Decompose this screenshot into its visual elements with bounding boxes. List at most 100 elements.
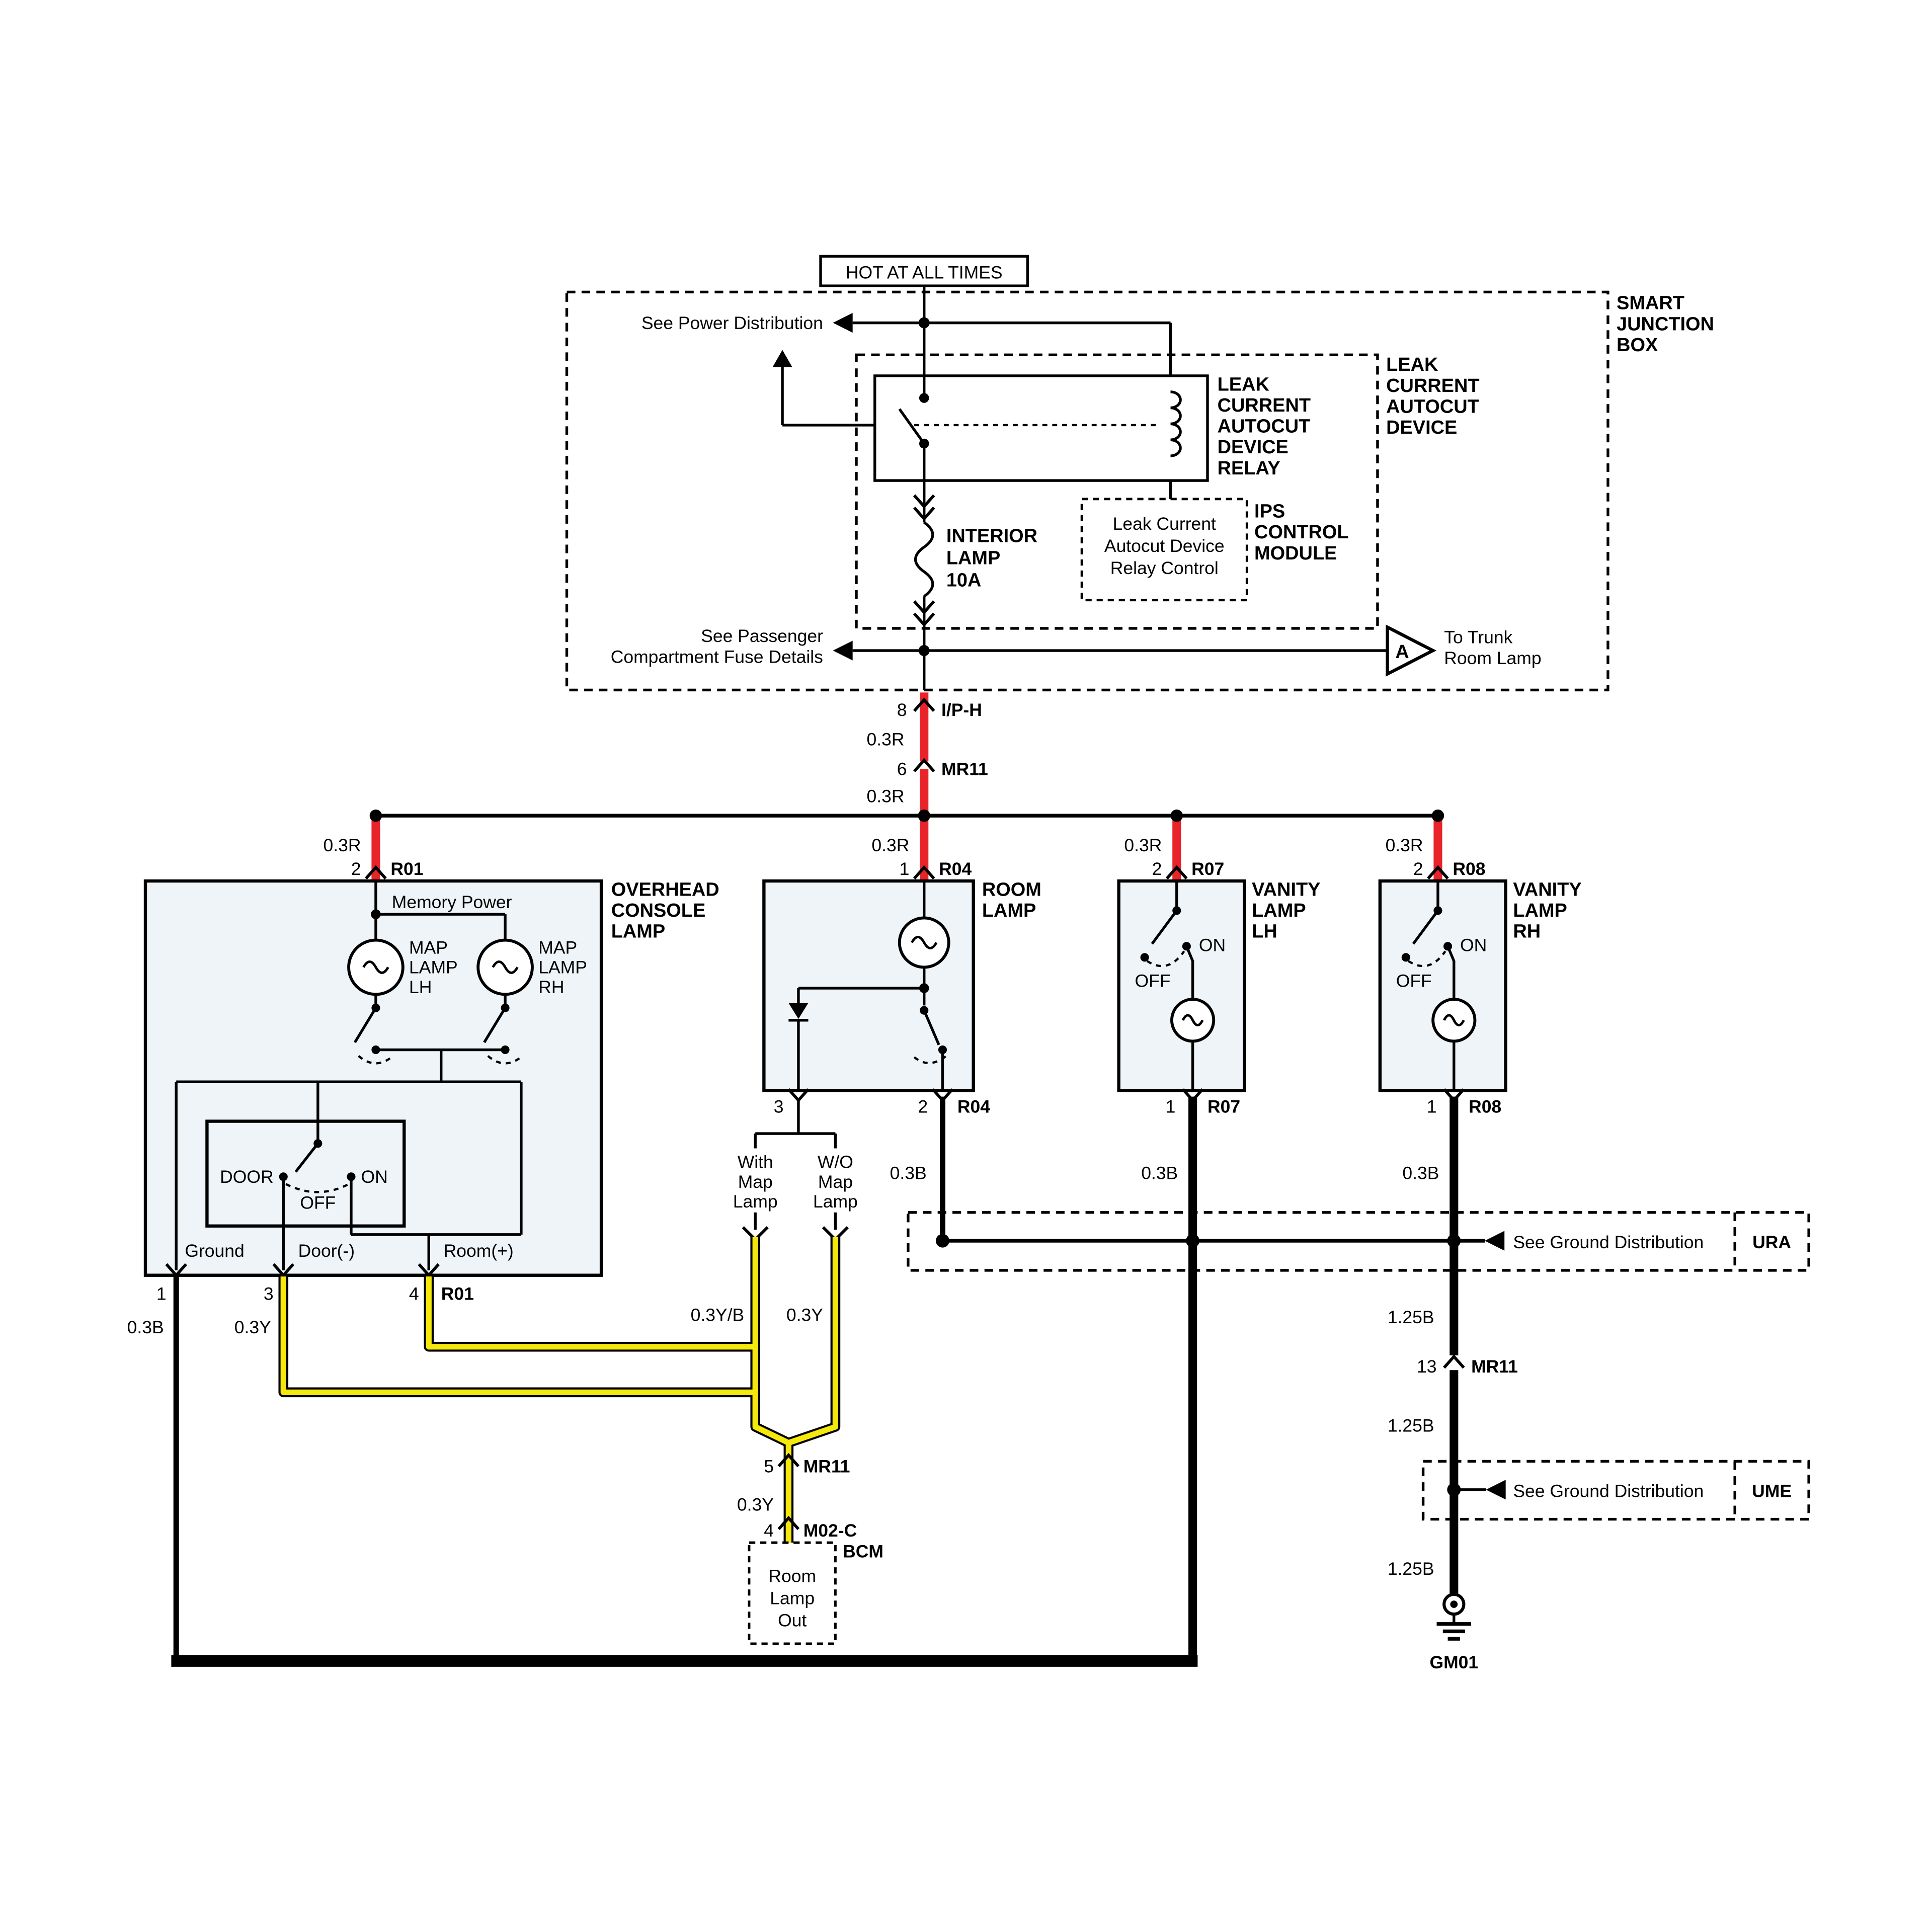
ground-network: See Ground Distribution URA 1.25B 13 MR1… [171, 1096, 1810, 1672]
diode [788, 1003, 809, 1019]
vanity-lh-internal-wiring [1140, 881, 1194, 1091]
smart-junction-box-outline [565, 290, 1609, 692]
label-map-rh-2: LAMP [538, 957, 587, 978]
label-r01-pin: 2 [351, 859, 361, 879]
label-fuse-2: LAMP [946, 548, 1000, 569]
label-lcad-1: LEAK [1386, 354, 1438, 375]
label-vanity-rh-off: OFF [1396, 971, 1432, 991]
label-off: OFF [300, 1192, 336, 1213]
vanity-lamp-lh: VANITY LAMP LH ON OFF 1 R07 0.3B [1117, 879, 1320, 1183]
label-vanity-lh-wire: 0.3B [1141, 1163, 1178, 1183]
label-lcad-3: AUTOCUT [1386, 396, 1479, 417]
label-m02c-pin: 4 [764, 1520, 774, 1541]
power-up-arrow [772, 350, 792, 367]
label-map-lh-1: MAP [409, 938, 448, 958]
interior-lamp-fuse [913, 494, 935, 627]
overhead-console-lamp: OVERHEAD CONSOLE LAMP Memory Power MAP L… [127, 879, 719, 1337]
label-vanity-rh-name: R08 [1469, 1096, 1501, 1116]
label-wire-03y-left: 0.3Y [234, 1317, 271, 1337]
label-trunk-letter: A [1395, 641, 1409, 663]
label-relay-2: CURRENT [1218, 395, 1311, 416]
label-vanity-lh-name: R07 [1208, 1096, 1240, 1116]
label-vanity-lh-title-3: LH [1252, 921, 1277, 942]
label-mr11-pin: 6 [897, 759, 907, 779]
vanity-lh-box [1117, 879, 1246, 1092]
label-ips-inner-2: Autocut Device [1104, 536, 1225, 556]
label-ura-name: URA [1752, 1232, 1791, 1252]
label-door: DOOR [220, 1167, 274, 1187]
label-room-pin2-name: R04 [957, 1096, 990, 1116]
label-overhead-title-2: CONSOLE [611, 900, 706, 921]
label-wire-125b-2: 1.25B [1388, 1416, 1434, 1436]
label-overhead-title-3: LAMP [611, 921, 665, 942]
door-switch-box [205, 1119, 406, 1228]
label-room-lamp-out-1: Room [768, 1566, 816, 1586]
label-mr11-13-name: MR11 [1471, 1356, 1518, 1377]
label-see-passenger-1: See Passenger [701, 626, 823, 646]
hot-at-all-times-box [819, 255, 1029, 287]
label-iph-pin: 8 [897, 700, 907, 720]
label-relay-1: LEAK [1218, 374, 1270, 395]
bcm-room-lamp-out-box [748, 1541, 837, 1645]
label-mr11-5-pin: 5 [764, 1457, 774, 1477]
vanity-rh-internal-wiring [1401, 881, 1456, 1091]
label-ume-text: See Ground Distribution [1513, 1481, 1704, 1501]
label-wo-map-1: W/O [818, 1152, 853, 1172]
label-ura-text: See Ground Distribution [1513, 1232, 1704, 1252]
see-power-distribution-arrow [833, 313, 853, 333]
label-bcm: BCM [843, 1542, 883, 1562]
label-map-rh-3: RH [538, 977, 564, 997]
label-on: ON [361, 1167, 388, 1187]
label-sjb-2: JUNCTION [1617, 313, 1714, 335]
label-r07-name: R07 [1191, 859, 1224, 879]
label-wire-125b-3: 1.25B [1388, 1559, 1434, 1579]
label-vanity-lh-title-1: VANITY [1252, 879, 1320, 900]
label-hot-at-all-times: HOT AT ALL TIMES [846, 262, 1003, 282]
label-relay-4: DEVICE [1218, 437, 1289, 458]
label-wire-03b-left: 0.3B [127, 1317, 164, 1337]
label-overhead-pin1: 1 [156, 1284, 167, 1304]
label-with-map-3: Lamp [733, 1191, 778, 1212]
label-r08-name: R08 [1453, 859, 1485, 879]
label-room-title-2: LAMP [982, 900, 1036, 921]
label-r04-name: R04 [939, 859, 972, 879]
label-fuse-1: INTERIOR [946, 526, 1037, 547]
leak-current-autocut-device-outline [855, 353, 1379, 630]
vanity-lamp-rh: VANITY LAMP RH ON OFF 1 R08 0.3B [1378, 879, 1582, 1183]
label-r07-wire: 0.3R [1124, 835, 1162, 855]
label-room-lamp-out-2: Lamp [770, 1588, 815, 1608]
label-wire-03y-right: 0.3Y [786, 1305, 823, 1325]
label-relay-3: AUTOCUT [1218, 416, 1311, 437]
label-vanity-lh-pin: 1 [1166, 1096, 1176, 1116]
label-overhead-pin3: 3 [264, 1284, 274, 1304]
label-vanity-rh-title-2: LAMP [1513, 900, 1567, 921]
label-ips-inner-1: Leak Current [1113, 514, 1216, 534]
relay-box [873, 374, 1209, 482]
label-iph-name: I/P-H [941, 700, 982, 720]
label-bcm-wire: 0.3Y [737, 1494, 774, 1514]
label-mr11-13-pin: 13 [1417, 1356, 1437, 1377]
label-ume-name: UME [1752, 1481, 1792, 1501]
ura-arrow [1485, 1231, 1505, 1251]
label-wire-03yb: 0.3Y/B [691, 1305, 745, 1325]
label-overhead-pin4: 4 [409, 1284, 419, 1304]
label-vanity-lh-on: ON [1199, 935, 1226, 955]
relay-switch-blade [898, 408, 925, 445]
label-ips-1: IPS [1254, 501, 1285, 522]
label-vanity-lh-off: OFF [1135, 971, 1171, 991]
map-lamp-options: With Map Lamp W/O Map Lamp 0.3Y/B 0.3Y [691, 1099, 858, 1325]
label-feed-wire-b: 0.3R [867, 786, 905, 806]
label-room-pin2: 2 [918, 1096, 928, 1116]
smart-junction-box: HOT AT ALL TIMES See Power Distribution … [565, 255, 1714, 692]
label-room-lamp-out-3: Out [778, 1611, 807, 1631]
label-wo-map-3: Lamp [813, 1191, 858, 1212]
label-r01-name: R01 [390, 859, 423, 879]
label-r01-wire: 0.3R [324, 835, 361, 855]
see-passenger-arrow [833, 640, 853, 661]
label-with-map-1: With [738, 1152, 773, 1172]
label-ips-inner-3: Relay Control [1110, 558, 1219, 578]
label-r04-wire: 0.3R [871, 835, 909, 855]
gm01-ground-symbol [1436, 1592, 1472, 1641]
label-wire-125b-1: 1.25B [1388, 1307, 1434, 1327]
